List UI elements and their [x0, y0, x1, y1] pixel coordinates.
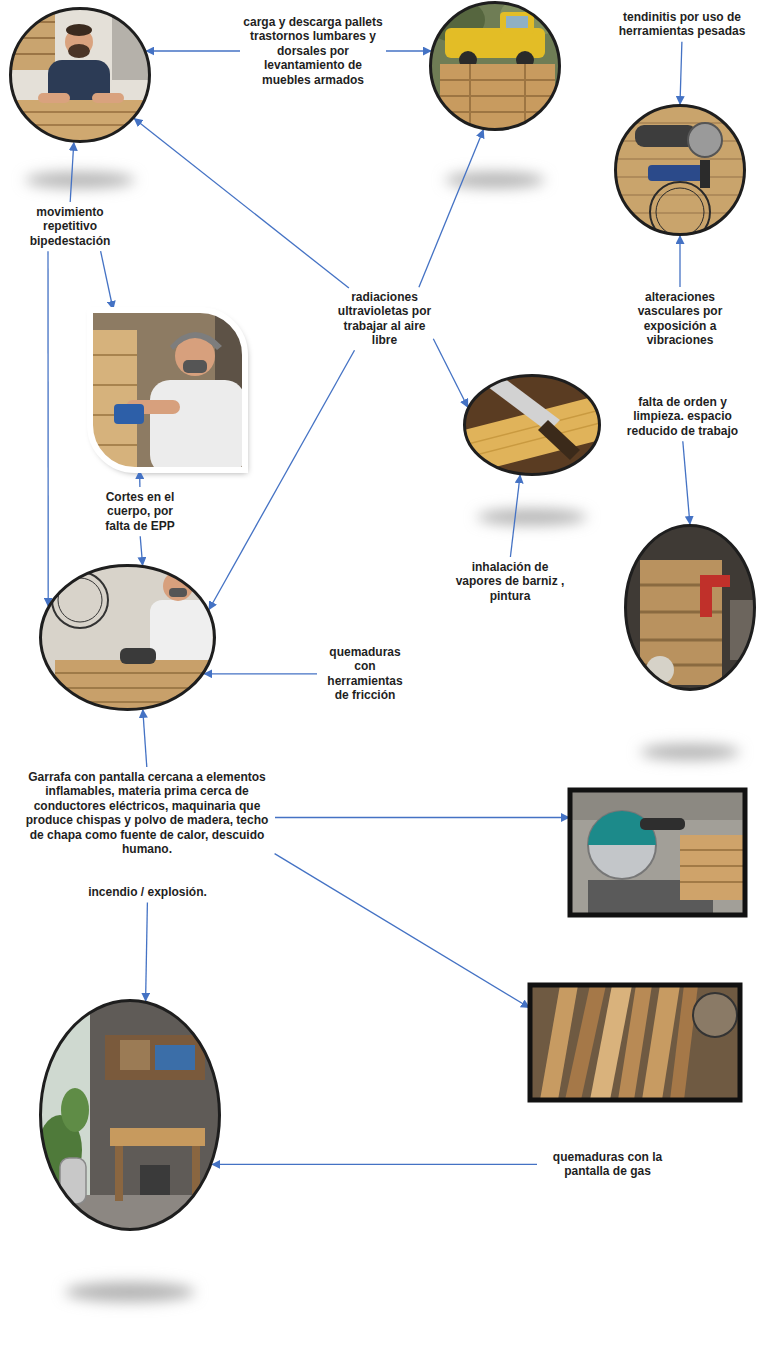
- arrow-connector: [679, 236, 680, 287]
- arrow-connector: [510, 475, 520, 557]
- photo-tools: [615, 105, 745, 242]
- arrow-connector: [70, 143, 74, 202]
- photo-wood-stack: [530, 985, 740, 1100]
- risk-label: inhalación de vapores de barniz , pintur…: [455, 560, 565, 603]
- risk-label: tendinitis por uso de herramientas pesad…: [612, 10, 752, 39]
- risk-label: Garrafa con pantalla cercana a elementos…: [22, 770, 272, 856]
- risk-label: incendio / explosión.: [50, 885, 245, 899]
- frame-outline: [90, 310, 245, 470]
- frame-border: [11, 9, 150, 142]
- frame-border: [570, 790, 745, 915]
- arrow-connector: [139, 471, 141, 487]
- photo-frame: [10, 8, 150, 142]
- arrow-connector: [101, 251, 113, 309]
- frame-border: [431, 3, 560, 130]
- arrow-connector: [433, 339, 467, 407]
- arrow-connector: [143, 710, 147, 767]
- frame-border: [626, 526, 755, 690]
- risk-label: alteraciones vasculares por exposición a…: [625, 290, 735, 348]
- frame-border: [41, 566, 215, 710]
- frame-border: [465, 376, 600, 475]
- photo-frame: [40, 565, 215, 710]
- photo-sanding: [40, 565, 215, 710]
- frame-outline: [464, 375, 600, 475]
- risk-text: falta de orden y limpieza. espacio reduc…: [625, 395, 740, 438]
- photo-varnish: [464, 375, 600, 475]
- frame-border: [90, 310, 245, 470]
- risk-text: movimiento repetitivo bipedestación: [20, 205, 120, 248]
- risk-label: falta de orden y limpieza. espacio reduc…: [625, 395, 740, 438]
- frame-outline: [10, 8, 150, 142]
- photo-frame: [625, 525, 755, 690]
- photo-miter-saw: [570, 790, 745, 915]
- arrow-connector: [386, 50, 431, 51]
- risk-label: quemaduras con la pantalla de gas: [540, 1150, 675, 1179]
- arrow-connector: [204, 673, 317, 674]
- frame-border: [616, 106, 745, 235]
- arrow-connector: [680, 42, 682, 104]
- frame-outline: [40, 1000, 220, 1230]
- photo-frame: [530, 985, 740, 1100]
- arrow-connector: [140, 536, 142, 565]
- frame-outline: [430, 2, 560, 130]
- photo-frame: [430, 2, 560, 130]
- arrow-connector: [683, 441, 690, 524]
- arrow-connector: [419, 130, 483, 287]
- photo-workshop: [38, 1000, 220, 1235]
- arrow-connector: [47, 251, 49, 606]
- arrow-connector: [146, 902, 148, 1000]
- risk-text: Cortes en el cuerpo, por falta de EPP: [95, 490, 185, 533]
- photo-frame: [615, 105, 745, 235]
- risk-label: Cortes en el cuerpo, por falta de EPP: [95, 490, 185, 533]
- risk-label: radiaciones ultravioletas por trabajar a…: [337, 290, 432, 348]
- photo-frame: [40, 1000, 220, 1230]
- risk-text: alteraciones vasculares por exposición a…: [625, 290, 735, 348]
- photo-clutter: [625, 525, 755, 690]
- arrow-connector: [134, 119, 349, 288]
- arrow-connector: [275, 817, 569, 818]
- frame-outline: [570, 790, 745, 915]
- photo-cutting: [90, 310, 245, 475]
- risk-text: carga y descarga pallets trastornos lumb…: [243, 15, 383, 87]
- risk-text: incendio / explosión.: [50, 885, 245, 899]
- arrow-connector: [209, 350, 354, 609]
- risk-text: radiaciones ultravioletas por trabajar a…: [337, 290, 432, 348]
- photo-frame: [570, 790, 745, 915]
- risk-text: quemaduras con herramientas de fricción: [320, 645, 410, 703]
- photo-worker: [10, 8, 150, 150]
- risk-text: Garrafa con pantalla cercana a elementos…: [22, 770, 272, 856]
- photo-truck-planter: [425, 0, 570, 134]
- frame-outline: [625, 525, 755, 690]
- arrow-connector: [146, 50, 240, 51]
- risk-label: movimiento repetitivo bipedestación: [20, 205, 120, 248]
- frame-border: [530, 985, 740, 1100]
- risk-label: quemaduras con herramientas de fricción: [320, 645, 410, 703]
- photo-frame: [464, 375, 600, 475]
- photo-shadows: [25, 172, 740, 1302]
- arrow-connector: [275, 854, 529, 1008]
- photo-frame: [90, 310, 245, 470]
- risk-label: carga y descarga pallets trastornos lumb…: [243, 15, 383, 87]
- frame-outline: [530, 985, 740, 1100]
- frame-outline: [615, 105, 745, 235]
- risk-text: inhalación de vapores de barniz , pintur…: [455, 560, 565, 603]
- frame-border: [41, 1001, 220, 1230]
- risk-text: tendinitis por uso de herramientas pesad…: [612, 10, 752, 39]
- arrow-connector: [212, 1164, 537, 1165]
- frame-outline: [40, 565, 215, 710]
- risk-text: quemaduras con la pantalla de gas: [540, 1150, 675, 1179]
